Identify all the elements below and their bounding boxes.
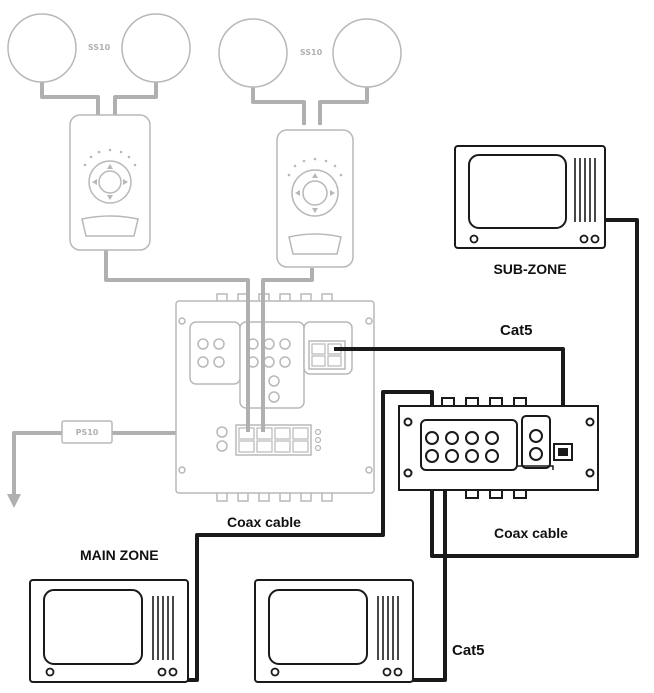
black-wiring	[185, 218, 639, 682]
keypad-button	[288, 233, 342, 255]
monitor-main-zone-left	[29, 579, 189, 683]
rj45-port-block	[308, 340, 346, 370]
keypad-button	[81, 215, 139, 237]
speaker-pair-left: SS10	[7, 13, 191, 83]
speaker-icon	[332, 18, 402, 88]
coax-label-main: Coax cable	[227, 514, 301, 530]
main-zone-label: MAIN ZONE	[80, 547, 159, 563]
speaker-icon	[218, 18, 288, 88]
cat5-label-bottom: Cat5	[452, 642, 485, 659]
keypad-right	[276, 129, 354, 268]
power-arrow-icon	[7, 494, 21, 508]
speaker-pair-right: SS10	[218, 18, 402, 88]
speaker-label-right: SS10	[300, 48, 323, 57]
monitor-main-zone-right	[254, 579, 414, 683]
speaker-label-left: SS10	[88, 43, 111, 52]
sub-zone-label: SUB-ZONE	[493, 261, 566, 277]
coax-label-sub: Coax cable	[494, 525, 568, 541]
power-supply-label: PS10	[76, 428, 99, 437]
main-hub	[175, 293, 375, 502]
monitor-sub-zone	[454, 145, 606, 249]
cat5-label-top: Cat5	[500, 322, 533, 339]
keypad-left	[69, 114, 151, 251]
zone-expander	[398, 397, 599, 499]
power-supply	[61, 420, 113, 444]
speaker-icon	[121, 13, 191, 83]
speaker-icon	[7, 13, 77, 83]
